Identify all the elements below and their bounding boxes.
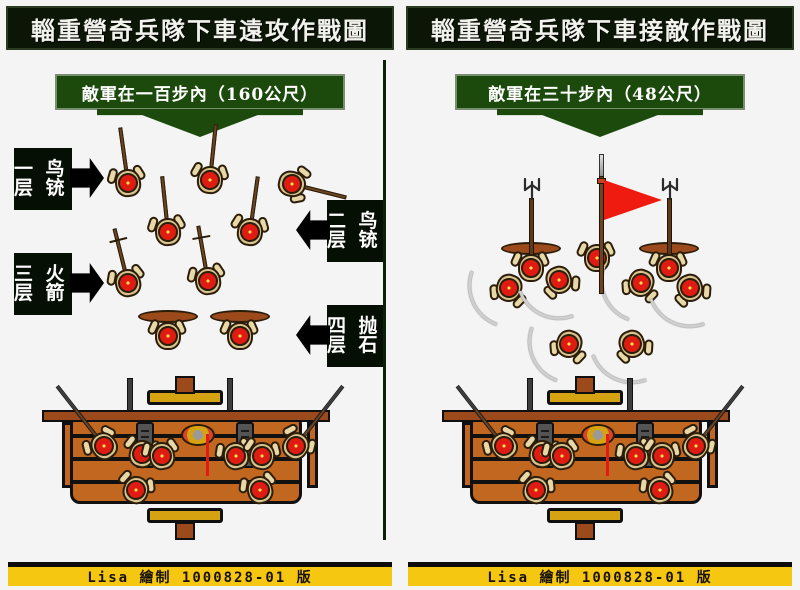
deck-plank bbox=[70, 457, 302, 461]
war-drum-icon bbox=[581, 424, 615, 446]
panel-left-range-banner: 敵軍在一百步內（160公尺） bbox=[55, 74, 345, 110]
tag-layer-1: 一层 鸟铳 bbox=[14, 148, 72, 210]
arrow-right-icon-layer-1 bbox=[70, 158, 104, 198]
wheel-bottom bbox=[547, 508, 623, 523]
panel-right-title: 輜重營奇兵隊下車接敵作戰圖 bbox=[431, 15, 769, 45]
hub-top bbox=[175, 376, 195, 394]
tag-layer-4: 四层 抛石 bbox=[327, 305, 385, 367]
tag-layer-1-char-b: 鸟铳 bbox=[45, 157, 65, 199]
panel-left-range-banner-group: 敵軍在一百步內（160公尺） bbox=[0, 74, 400, 138]
panel-right: 輜重營奇兵隊下車接敵作戰圖 敵軍在三十步內（48公尺） Lisa 繪制 1000… bbox=[400, 0, 800, 590]
red-marker bbox=[206, 434, 209, 476]
panel-right-footer: Lisa 繪制 1000828-01 版 bbox=[408, 562, 792, 586]
war-wagon bbox=[40, 372, 360, 542]
red-hat-icon bbox=[659, 258, 679, 278]
tag-layer-2-char-b: 鸟铳 bbox=[358, 209, 378, 251]
tag-layer-4-char-b: 抛石 bbox=[358, 314, 378, 356]
red-hat-icon bbox=[521, 258, 541, 278]
wagon-axle bbox=[42, 410, 330, 422]
war-wagon bbox=[440, 372, 760, 542]
down-arrow-icon bbox=[497, 109, 703, 137]
hub-top bbox=[575, 376, 595, 394]
panel-right-range-text: 敵軍在三十步內（48公尺） bbox=[488, 84, 712, 105]
tag-layer-1-char-a: 一层 bbox=[14, 157, 34, 199]
panel-right-range-banner: 敵軍在三十步內（48公尺） bbox=[455, 74, 745, 110]
flag-cloth bbox=[604, 180, 662, 220]
arrow-right-icon-layer-3 bbox=[70, 263, 104, 303]
tag-layer-2: 二层 鸟铳 bbox=[327, 200, 385, 262]
down-arrow-icon bbox=[97, 109, 303, 137]
panel-right-credit: Lisa 繪制 1000828-01 版 bbox=[487, 569, 713, 586]
deck-plank bbox=[470, 480, 702, 484]
side-shield-left bbox=[62, 422, 73, 488]
red-hat-icon bbox=[230, 326, 250, 346]
red-hat-icon bbox=[587, 248, 607, 268]
side-shield-left bbox=[462, 422, 473, 488]
tag-layer-4-char-a: 四层 bbox=[327, 314, 347, 356]
tag-layer-3: 三层 火箭 bbox=[14, 253, 72, 315]
panel-left: 輜重營奇兵隊下車遠攻作戰圖 敵軍在一百步內（160公尺） 一层 鸟铳 bbox=[0, 0, 400, 590]
wagon-axle bbox=[442, 410, 730, 422]
spear-tip-icon bbox=[599, 154, 604, 178]
flag-staff bbox=[599, 176, 604, 294]
hub-bottom bbox=[575, 522, 595, 540]
war-drum-icon bbox=[181, 424, 215, 446]
arrow-left-icon-layer-4 bbox=[296, 315, 330, 355]
panel-left-footer: Lisa 繪制 1000828-01 版 bbox=[8, 562, 392, 586]
deck-plank bbox=[470, 457, 702, 461]
red-hat-icon bbox=[158, 326, 178, 346]
trident-icon bbox=[660, 176, 680, 202]
wheel-bottom bbox=[147, 508, 223, 523]
red-marker bbox=[606, 434, 609, 476]
arrow-left-icon-layer-2 bbox=[296, 210, 330, 250]
tag-layer-3-char-b: 火箭 bbox=[45, 262, 65, 304]
trident-icon bbox=[522, 176, 542, 202]
panel-divider bbox=[383, 60, 386, 540]
tag-layer-3-char-a: 三层 bbox=[14, 262, 34, 304]
deck-plank bbox=[70, 480, 302, 484]
panel-left-titlebar: 輜重營奇兵隊下車遠攻作戰圖 bbox=[6, 6, 394, 50]
panel-left-title: 輜重營奇兵隊下車遠攻作戰圖 bbox=[31, 15, 369, 45]
hub-bottom bbox=[175, 522, 195, 540]
panel-left-credit: Lisa 繪制 1000828-01 版 bbox=[87, 569, 313, 586]
panel-right-titlebar: 輜重營奇兵隊下車接敵作戰圖 bbox=[406, 6, 794, 50]
tag-layer-2-char-a: 二层 bbox=[327, 209, 347, 251]
panel-right-range-banner-group: 敵軍在三十步內（48公尺） bbox=[400, 74, 800, 138]
panel-left-range-text: 敵軍在一百步內（160公尺） bbox=[81, 84, 319, 105]
